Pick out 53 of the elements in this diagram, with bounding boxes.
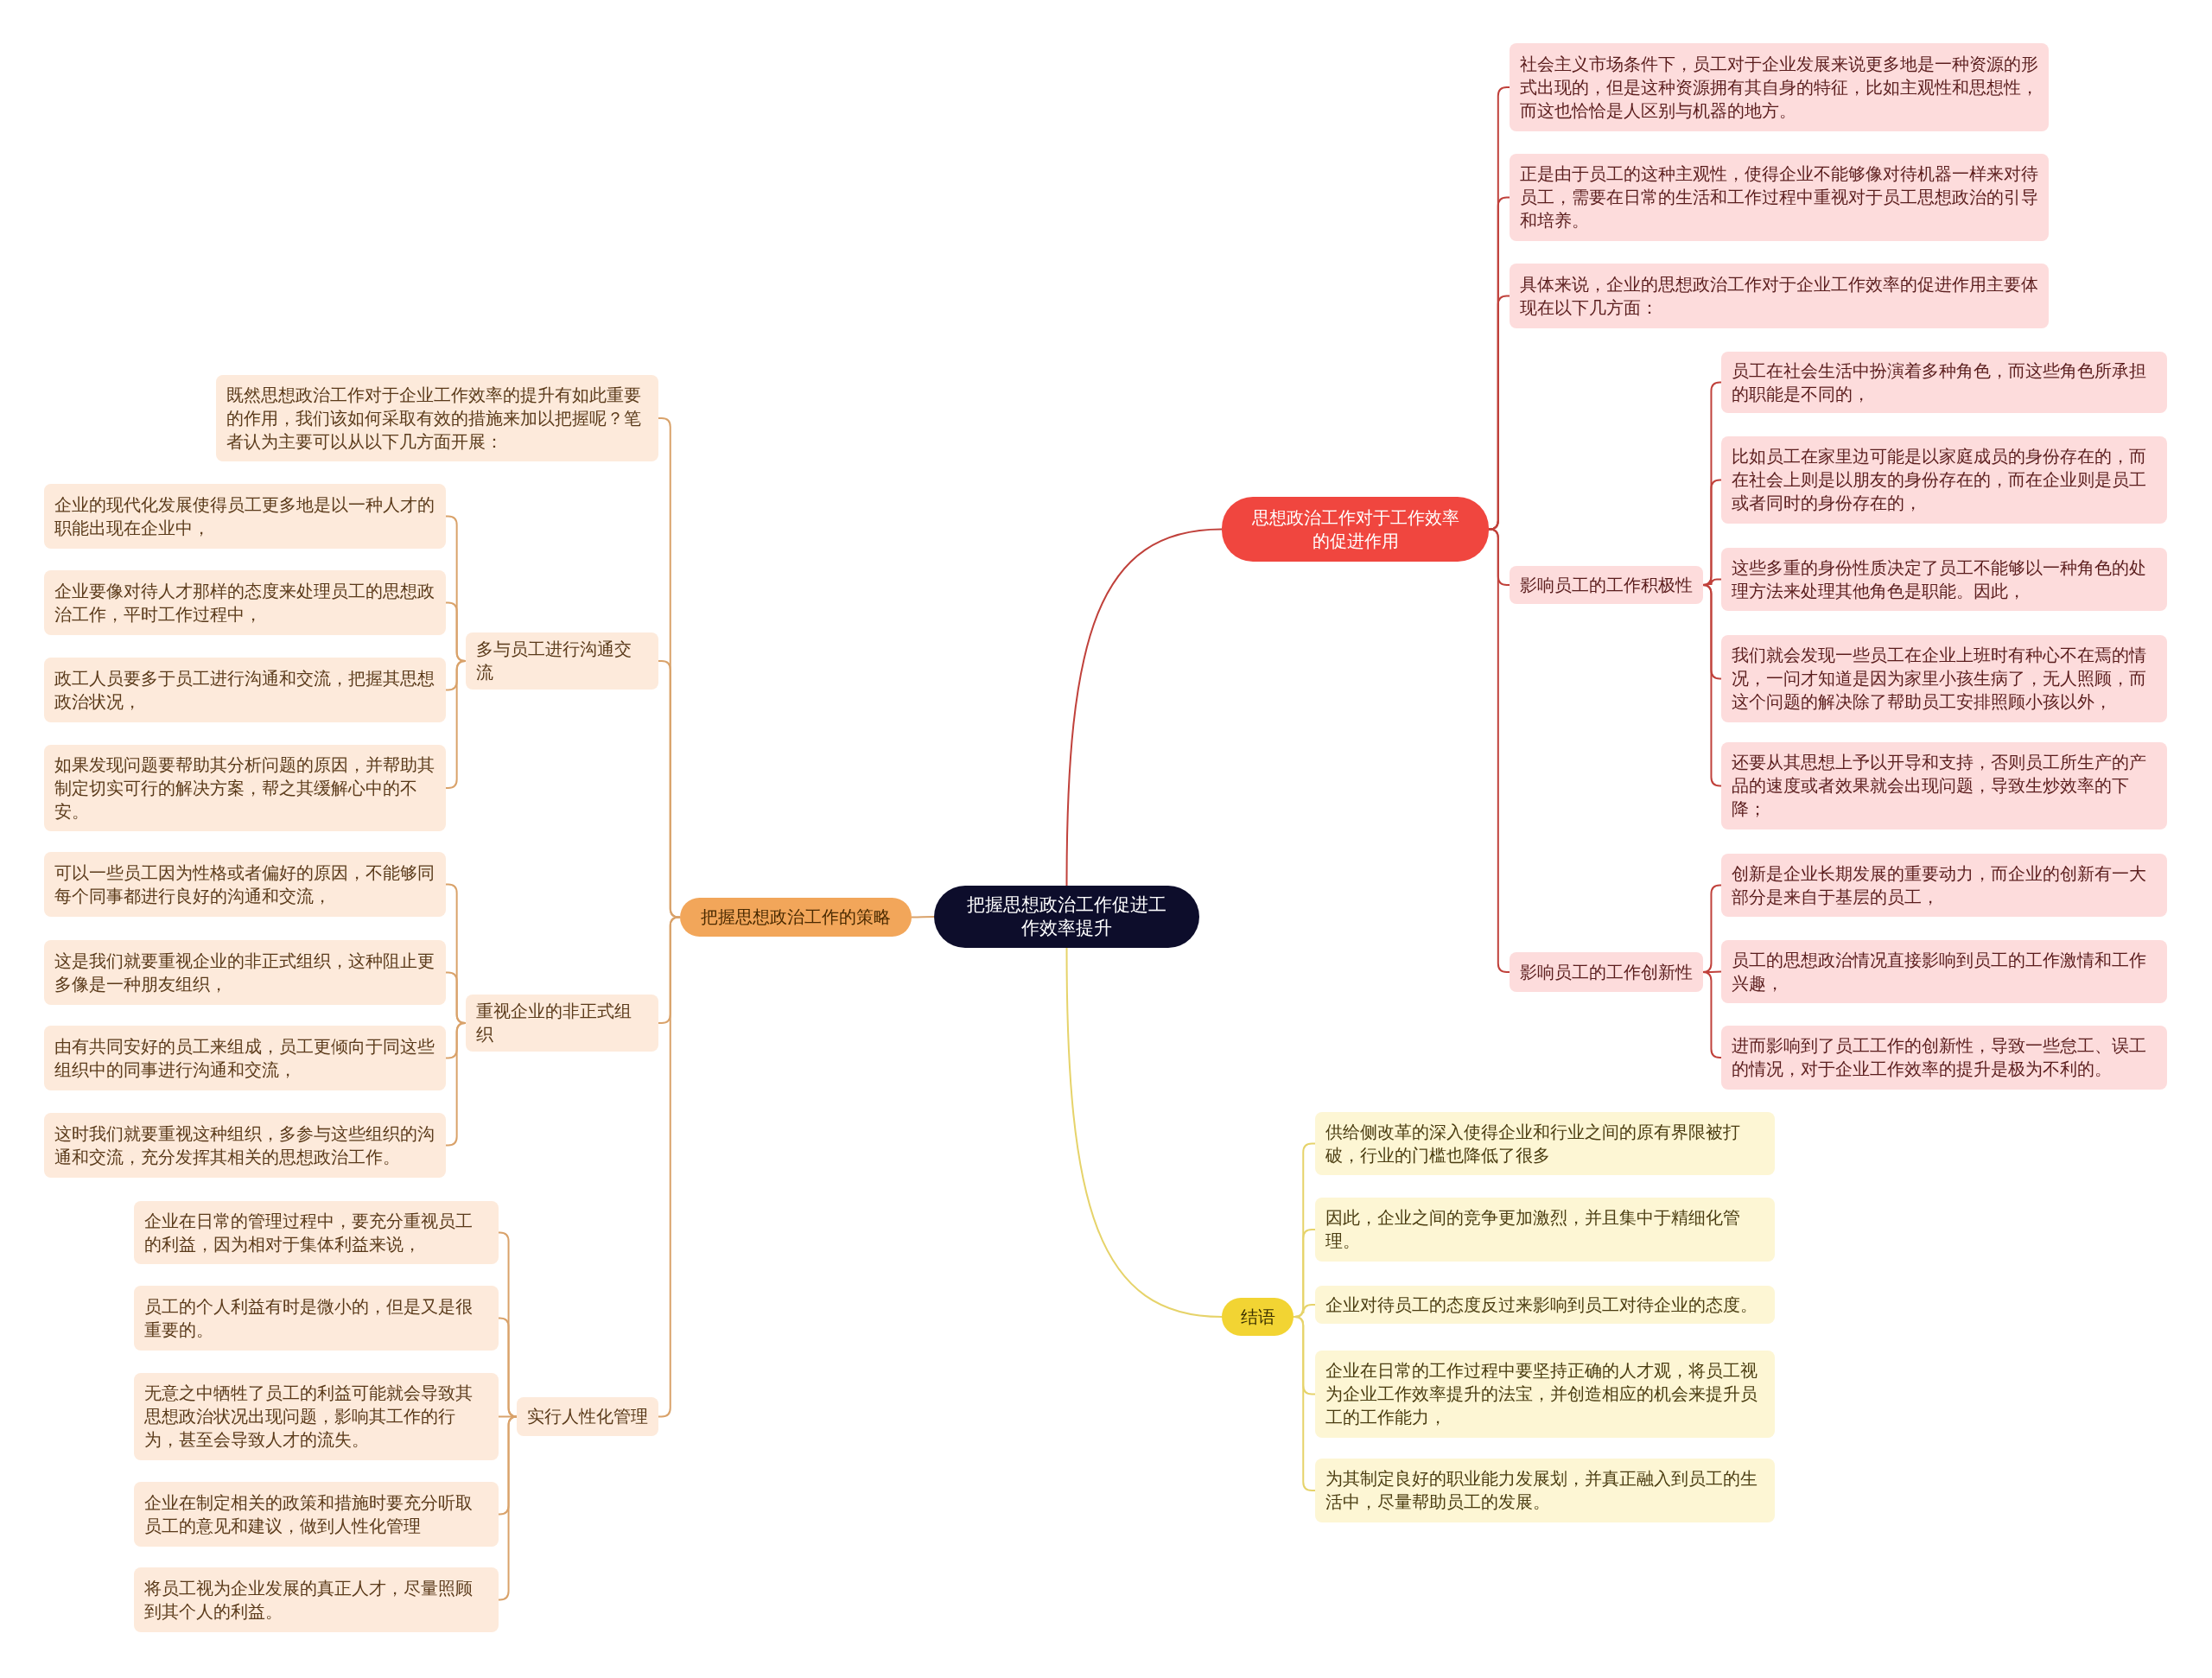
topic-box: 多与员工进行沟通交流 (466, 632, 658, 690)
topic-box: 企业在制定相关的政策和措施时要充分听取员工的意见和建议，做到人性化管理 (134, 1482, 499, 1547)
branch-topic: 把握思想政治工作的策略 (680, 898, 912, 937)
connector-line (498, 1415, 518, 1601)
branch-topic: 结语 (1222, 1298, 1294, 1336)
connector-line (658, 916, 681, 1418)
topic-box: 企业要像对待人才那样的态度来处理员工的思想政治工作，平时工作过程中， (44, 570, 446, 635)
topic-box: 影响员工的工作创新性 (1510, 952, 1703, 992)
topic-box: 这是我们就要重视企业的非正式组织，这种阻止更多像是一种朋友组织， (44, 940, 446, 1005)
topic-box: 实行人性化管理 (517, 1397, 658, 1436)
topic-box: 由有共同安好的员工来组成，员工更倾向于同这些组织中的同事进行沟通和交流， (44, 1026, 446, 1090)
connector-line (1065, 528, 1223, 887)
topic-box: 企业在日常的管理过程中，要充分重视员工的利益，因为相对于集体利益来说， (134, 1201, 499, 1264)
topic-box: 既然思想政治工作对于企业工作效率的提升有如此重要的作用，我们该如何采取有效的措施来加以把握呢？笔者认为主要可以从以下几方面开展： (216, 375, 658, 461)
topic-box: 正是由于员工的这种主观性，使得企业不能够像对待机器一样来对待员工，需要在日常的生活和工作过程中重视对于员工思想政治的引导和培养。 (1510, 154, 2049, 241)
connector-line (445, 660, 467, 789)
topic-box: 企业在日常的工作过程中要坚持正确的人才观，将员工视为企业工作效率提升的法宝，并创造相应的机会来提升员工的工作能力， (1315, 1351, 1775, 1438)
topic-box: 无意之中牺牲了员工的利益可能就会导致其思想政治状况出现问题，影响其工作的行为，甚至会导致人才的流失。 (134, 1373, 499, 1460)
connector-line (658, 660, 681, 918)
topic-box: 员工的思想政治情况直接影响到员工的工作激情和工作兴趣， (1721, 940, 2167, 1003)
connector-line (1488, 528, 1510, 973)
topic-box: 这些多重的身份性质决定了员工不能够以一种角色的处理方法来处理其他角色是职能。因此， (1721, 548, 2167, 611)
topic-box: 具体来说，企业的思想政治工作对于企业工作效率的促进作用主要体现在以下几方面： (1510, 264, 2049, 328)
topic-box: 创新是企业长期发展的重要动力，而企业的创新有一大部分是来自于基层的员工， (1721, 854, 2167, 917)
connector-line (911, 916, 935, 918)
topic-box: 影响员工的工作积极性 (1510, 566, 1703, 604)
topic-box: 比如员工在家里边可能是以家庭成员的身份存在的，而在社会上则是以朋友的身份存在的，而在企业则是员工或者同时的身份存在的， (1721, 436, 2167, 524)
connector-line (1488, 295, 1510, 531)
connector-line (1293, 1316, 1316, 1491)
topic-box: 员工的个人利益有时是微小的，但是又是很重要的。 (134, 1286, 499, 1351)
connector-line (498, 1317, 518, 1418)
topic-box: 社会主义市场条件下，员工对于企业发展来说更多地是一种资源的形式出现的，但是这种资源拥有其自身的特征，比如主观性和思想性，而这也恰恰是人区别与机器的地方。 (1510, 43, 2049, 131)
connector-line (1701, 584, 1722, 787)
connector-line (1065, 947, 1223, 1318)
topic-box: 供给侧改革的深入使得企业和行业之间的原有界限被打破，行业的门槛也降低了很多 (1315, 1112, 1775, 1175)
topic-box: 因此，企业之间的竞争更加激烈，并且集中于精细化管理。 (1315, 1198, 1775, 1262)
topic-box: 如果发现问题要帮助其分析问题的原因，并帮助其制定切实可行的解决方案，帮之其缓解心中的不安。 (44, 745, 446, 831)
central-topic: 把握思想政治工作促进工作效率提升 (934, 886, 1199, 948)
topic-box: 员工在社会生活中扮演着多种角色，而这些角色所承担的职能是不同的， (1721, 352, 2167, 413)
topic-box: 重视企业的非正式组织 (466, 995, 658, 1052)
topic-box: 进而影响到了员工工作的创新性，导致一些怠工、误工的情况，对于企业工作效率的提升是极为不利的。 (1721, 1026, 2167, 1090)
topic-box: 可以一些员工因为性格或者偏好的原因，不能够同每个同事都进行良好的沟通和交流， (44, 852, 446, 917)
topic-box: 企业的现代化发展使得员工更多地是以一种人才的职能出现在企业中， (44, 484, 446, 549)
topic-box: 政工人员要多于员工进行沟通和交流，把握其思想政治状况， (44, 658, 446, 722)
topic-box: 为其制定良好的职业能力发展划，并真正融入到员工的生活中，尽量帮助员工的发展。 (1315, 1459, 1775, 1522)
topic-box: 我们就会发现一些员工在企业上班时有种心不在焉的情况，一问才知道是因为家里小孩生病了，无人照顾，而这个问题的解决除了帮助员工安排照顾小孩以外， (1721, 635, 2167, 722)
branch-topic: 思想政治工作对于工作效率的促进作用 (1222, 497, 1489, 562)
connector-line (1701, 971, 1722, 1058)
connector-line (445, 1022, 467, 1147)
topic-box: 将员工视为企业发展的真正人才，尽量照顾到其个人的利益。 (134, 1567, 499, 1632)
topic-box: 还要从其思想上予以开导和支持，否则员工所生产的产品的速度或者效果就会出现问题，导致生炒效率的下降； (1721, 742, 2167, 829)
topic-box: 这时我们就要重视这种组织，多参与这些组织的沟通和交流，充分发挥其相关的思想政治工作。 (44, 1113, 446, 1178)
topic-box: 企业对待员工的态度反过来影响到员工对待企业的态度。 (1315, 1286, 1775, 1324)
